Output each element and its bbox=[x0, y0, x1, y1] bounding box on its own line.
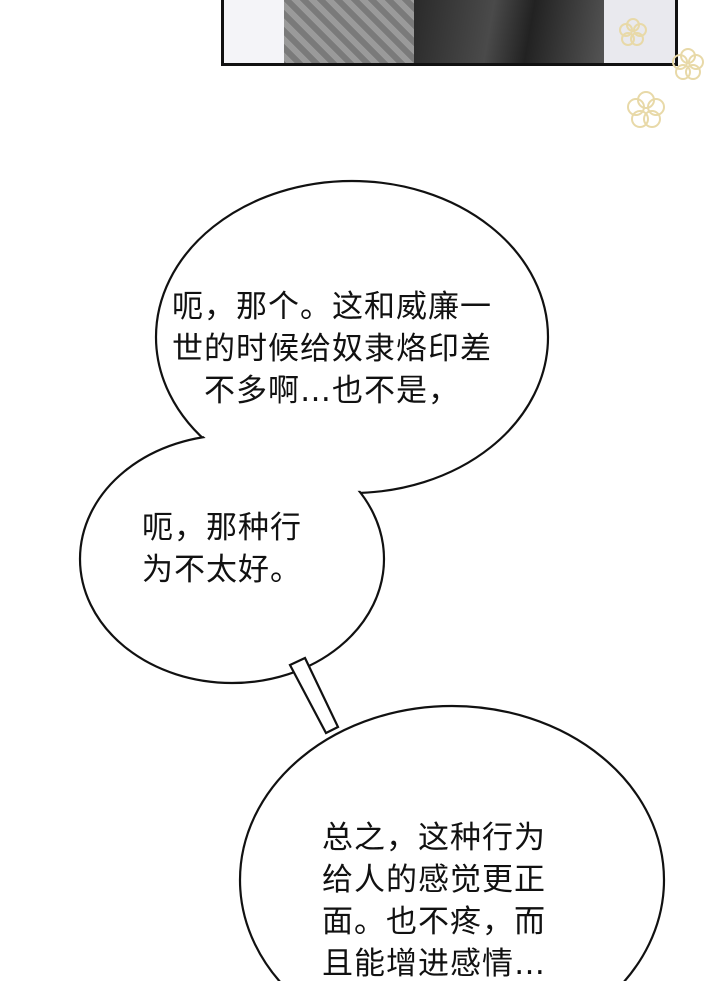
bubble-1-text: 呃，那个。这和威廉一 世的时候给奴隶烙印差 不多啊…也不是， bbox=[172, 286, 492, 412]
text-line: 给人的感觉更正 bbox=[322, 862, 546, 898]
text-line: 呃，那个。这和威廉一 bbox=[172, 289, 492, 325]
text-line: 总之，这种行为 bbox=[322, 820, 546, 856]
text-line: 为不太好。 bbox=[142, 552, 302, 588]
text-line: 不多啊…也不是， bbox=[204, 373, 460, 409]
comic-panel-image bbox=[221, 0, 678, 66]
bubble-2-text: 呃，那种行 为不太好。 bbox=[142, 507, 302, 591]
panel-dark-clothing bbox=[414, 0, 604, 63]
bubble-3-text: 总之，这种行为 给人的感觉更正 面。也不疼，而 且能增进感情… bbox=[322, 817, 546, 985]
text-line: 世的时候给奴隶烙印差 bbox=[172, 331, 492, 367]
panel-patterned-fabric bbox=[284, 0, 424, 63]
panel-sleeve bbox=[224, 0, 284, 63]
bubble-connector bbox=[288, 656, 340, 735]
text-line: 面。也不疼，而 bbox=[322, 904, 546, 940]
text-line: 呃，那种行 bbox=[142, 510, 302, 546]
text-line: 且能增进感情… bbox=[322, 946, 546, 982]
